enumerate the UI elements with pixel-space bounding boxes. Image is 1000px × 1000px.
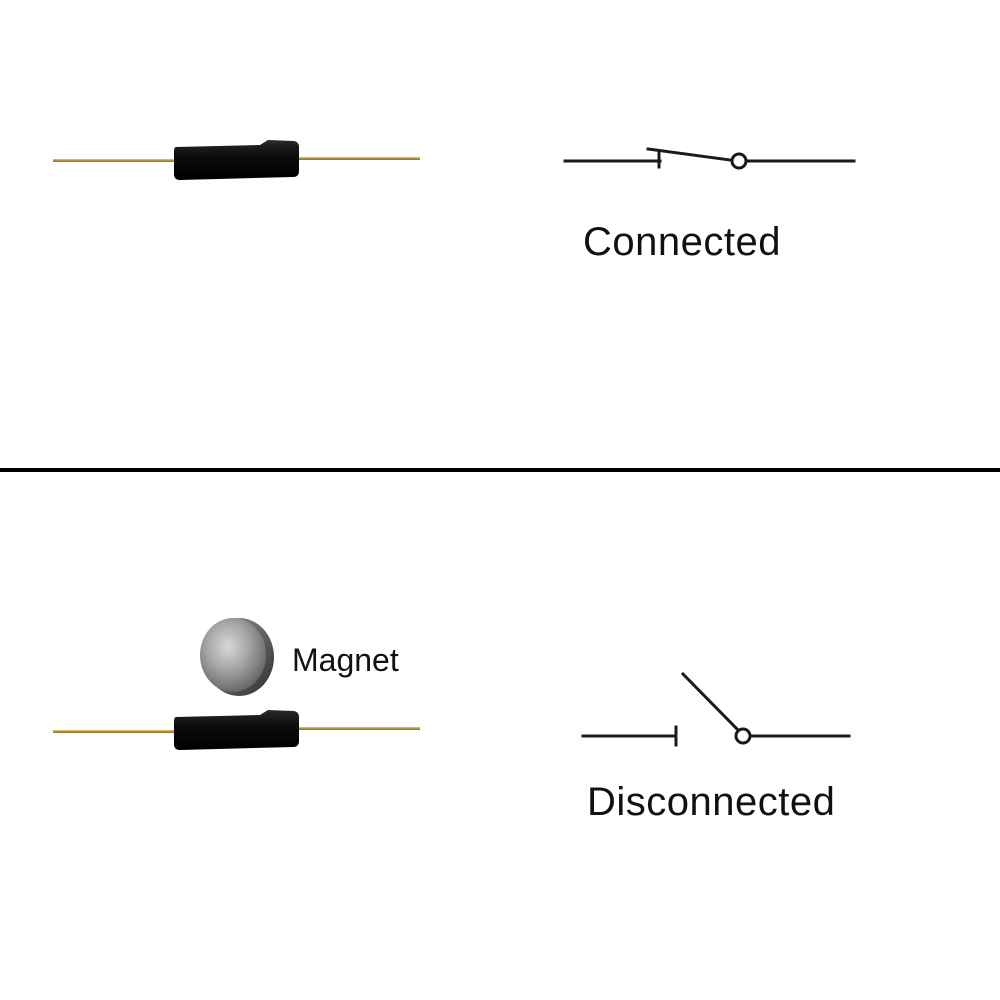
open-switch-symbol <box>581 671 851 747</box>
state-label-connected: Connected <box>583 220 781 264</box>
section-divider <box>0 468 1000 472</box>
lead-wire-left <box>53 159 183 162</box>
panel-disconnected: Magnet Disconnected <box>0 500 1000 1000</box>
panel-connected: Connected <box>53 140 856 264</box>
reed-body <box>174 140 299 180</box>
state-label-disconnected: Disconnected <box>587 780 836 824</box>
lead-wire-right <box>290 157 420 160</box>
reed-switch-connected <box>53 140 420 180</box>
closed-switch-symbol <box>563 147 856 170</box>
lead-wire-right <box>290 727 420 730</box>
switch-pivot <box>734 727 752 745</box>
magnet-label: Magnet <box>292 642 399 678</box>
switch-blade <box>646 147 732 162</box>
reed-switch-with-magnet <box>53 618 420 750</box>
lead-wire-left <box>53 730 183 733</box>
switch-blade <box>680 671 741 733</box>
switch-pivot <box>730 152 748 170</box>
magnet-disc <box>200 618 274 696</box>
reed-body <box>174 710 299 750</box>
